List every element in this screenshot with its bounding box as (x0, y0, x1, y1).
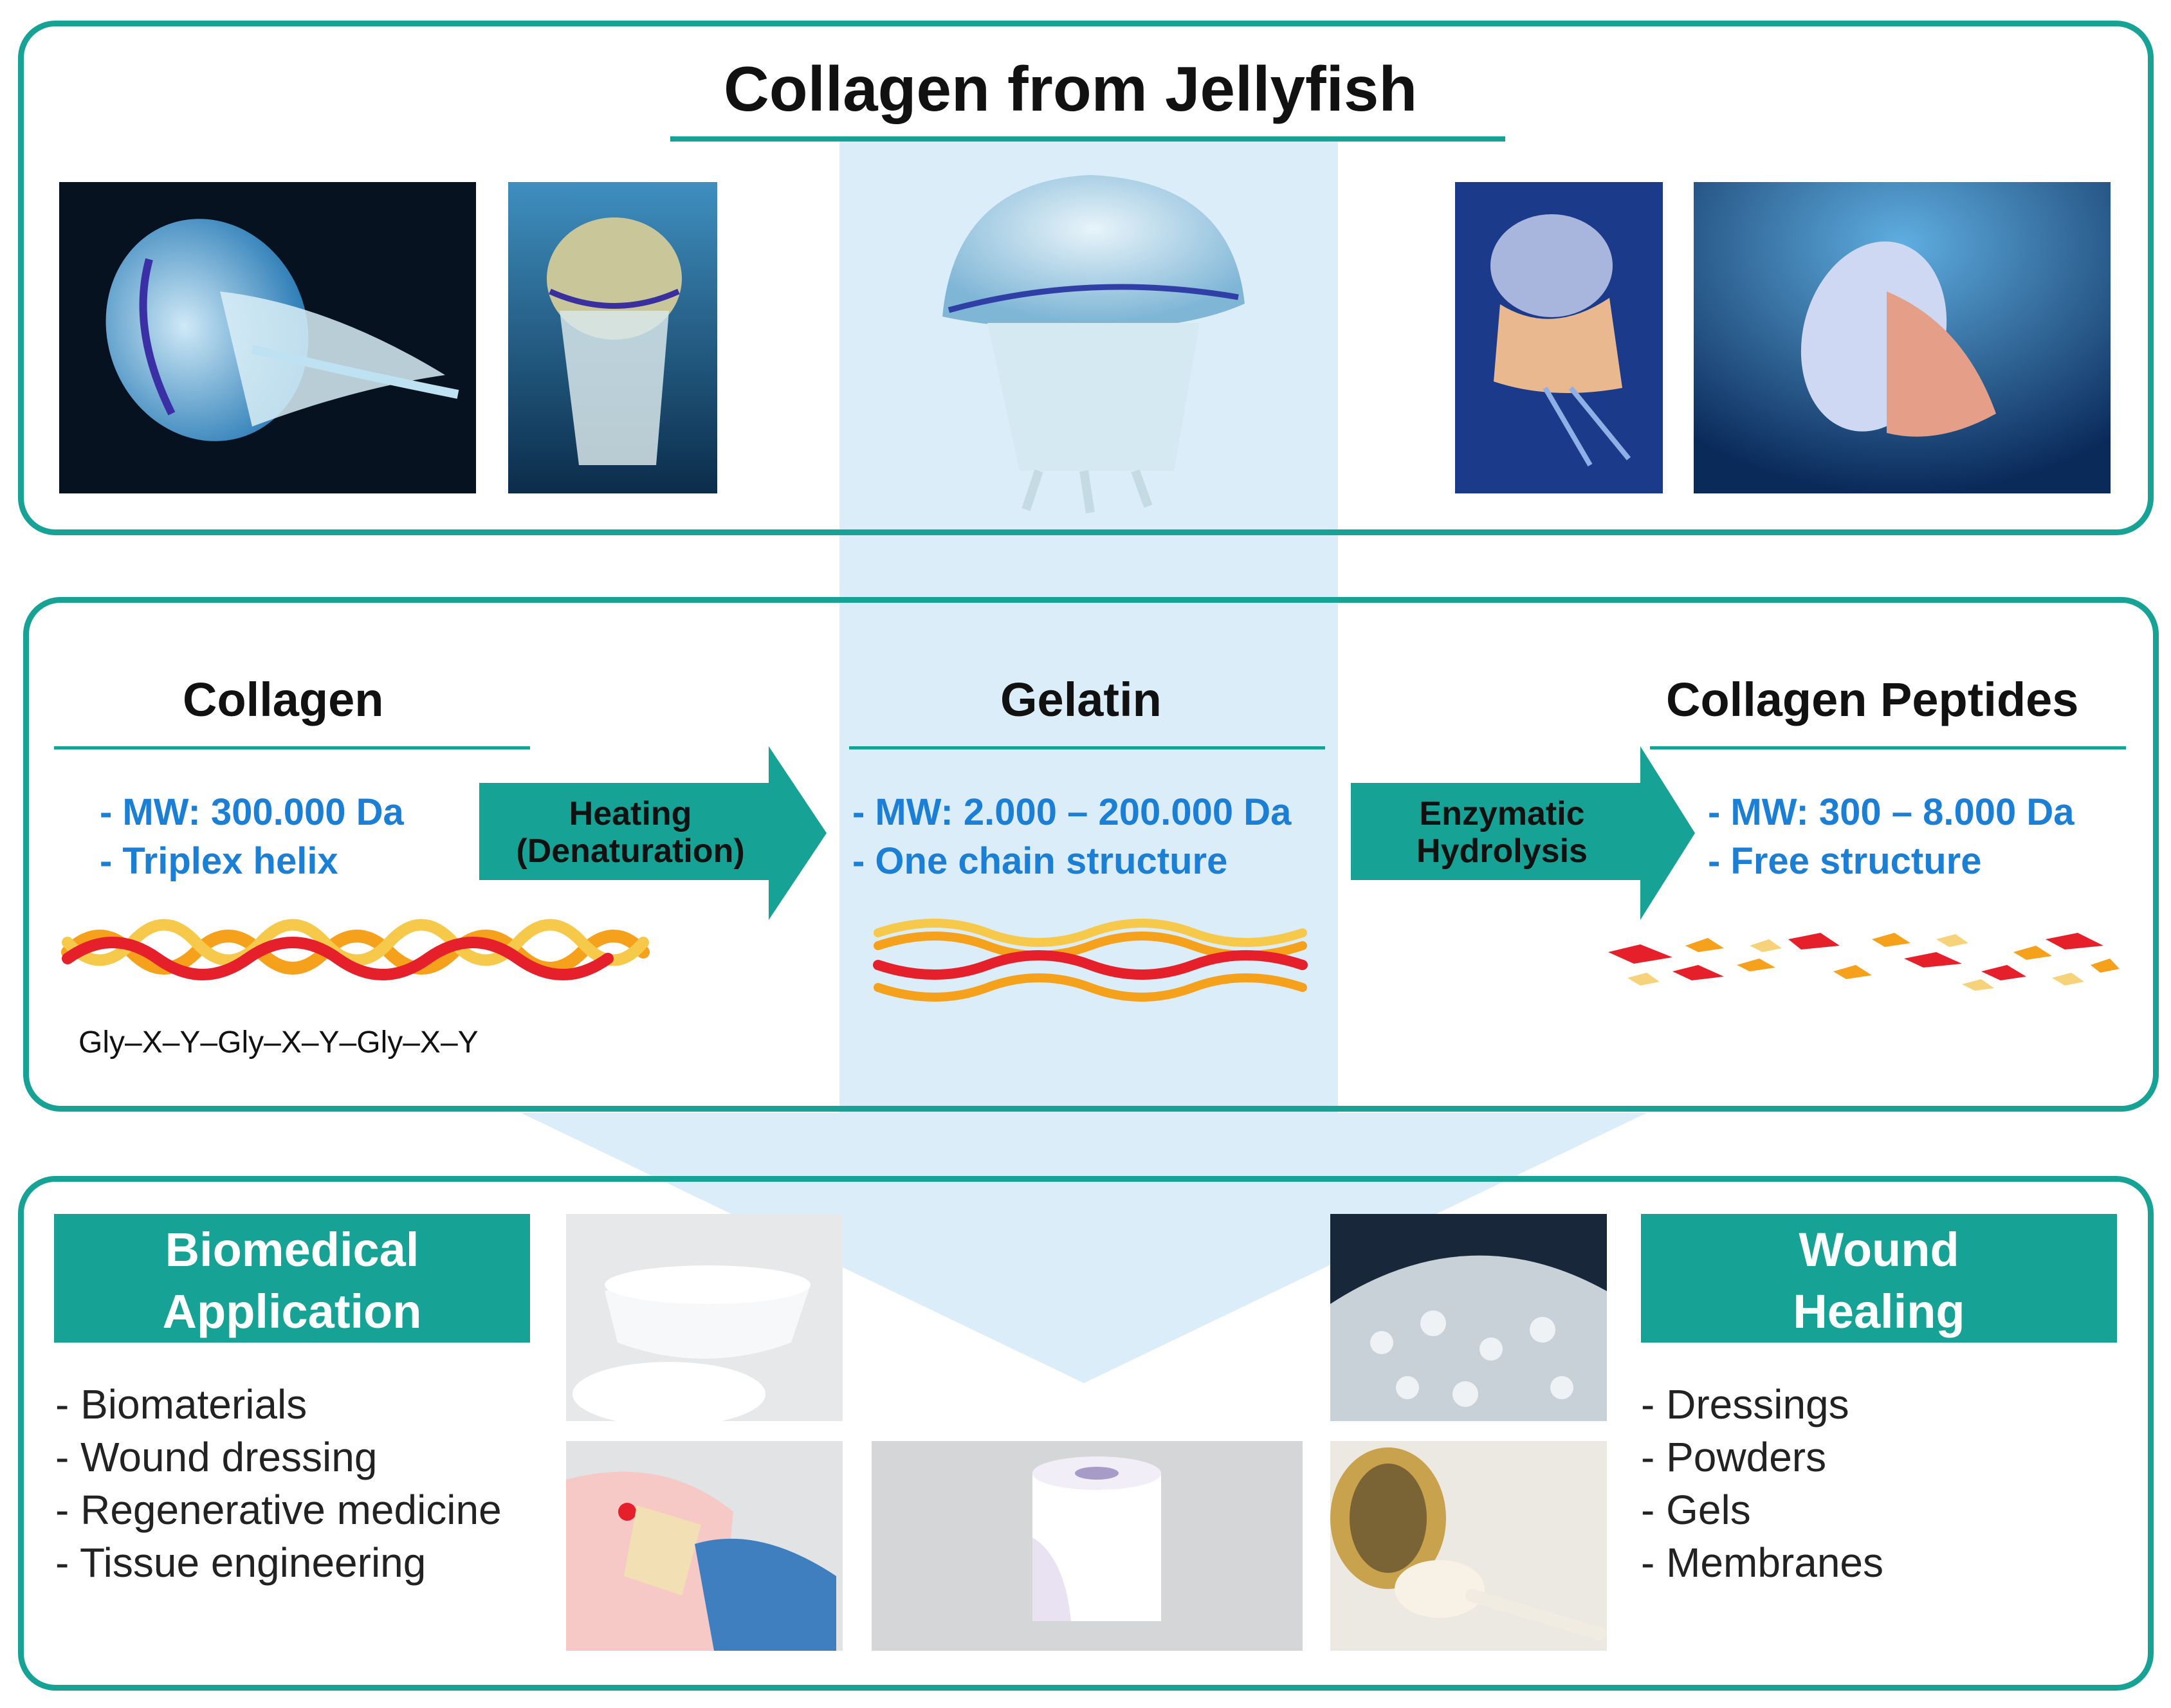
page-title: Collagen from Jellyfish (724, 53, 1418, 124)
jellyfish-photo-2 (508, 182, 717, 493)
gelatin-heading: Gelatin (1000, 673, 1162, 726)
hydrolysis-arrow (1351, 746, 1695, 920)
triple-helix-illustration (61, 919, 650, 980)
peptides-heading: Collagen Peptides (1666, 673, 2079, 726)
collagen-powder-scoop-photo (1330, 1441, 1607, 1651)
list-item: - Dressings (1641, 1381, 1849, 1428)
collagen-heading: Collagen (183, 673, 384, 726)
list-item: - Biomaterials (55, 1381, 307, 1428)
amino-acid-sequence: Gly–X–Y–Gly–X–Y–Gly–X–Y (78, 1025, 479, 1060)
gelatin-mw: - MW: 2.000 – 200.000 Da (852, 791, 1292, 833)
wound-dressing-photo (566, 1441, 843, 1651)
heating-arrow (479, 746, 827, 920)
heating-label: Heating(Denaturation) (516, 795, 745, 870)
peptides-structure: - Free structure (1708, 840, 1982, 882)
biomedical-list: - Biomaterials - Wound dressing - Regene… (55, 1378, 502, 1589)
conversion-panel (23, 597, 2159, 1112)
peptides-rule (1650, 746, 2126, 749)
jellyfish-photo-4 (1694, 182, 2111, 493)
list-item: - Powders (1641, 1434, 1827, 1480)
gelatin-rule (849, 746, 1325, 749)
collagen-mw: - MW: 300.000 Da (100, 791, 404, 833)
peptides-mw: - MW: 300 – 8.000 Da (1708, 791, 2075, 833)
jellyfish-photo-center (930, 169, 1251, 516)
application-panel (18, 1176, 2154, 1691)
powder-bowl-photo (566, 1214, 843, 1421)
gelatin-granules-photo (1330, 1214, 1607, 1421)
gelatin-structure: - One chain structure (852, 840, 1228, 882)
list-item: - Gels (1641, 1487, 1751, 1533)
jellyfish-photo-1 (59, 182, 476, 493)
source-panel (18, 21, 2154, 535)
list-item: - Regenerative medicine (55, 1487, 502, 1533)
list-item: - Wound dressing (55, 1434, 378, 1480)
peptide-fragments-illustration (1608, 933, 2120, 991)
collagen-structure: - Triplex helix (100, 840, 338, 882)
wound-healing-list: - Dressings - Powders - Gels - Membranes (1641, 1378, 1883, 1589)
list-item: - Tissue engineering (55, 1539, 426, 1586)
jellyfish-photo-3 (1455, 182, 1663, 493)
paper-roll-photo (872, 1441, 1303, 1651)
single-chain-illustration (873, 919, 1308, 1002)
title-underline (670, 136, 1505, 142)
collagen-rule (54, 746, 530, 749)
list-item: - Membranes (1641, 1539, 1883, 1586)
